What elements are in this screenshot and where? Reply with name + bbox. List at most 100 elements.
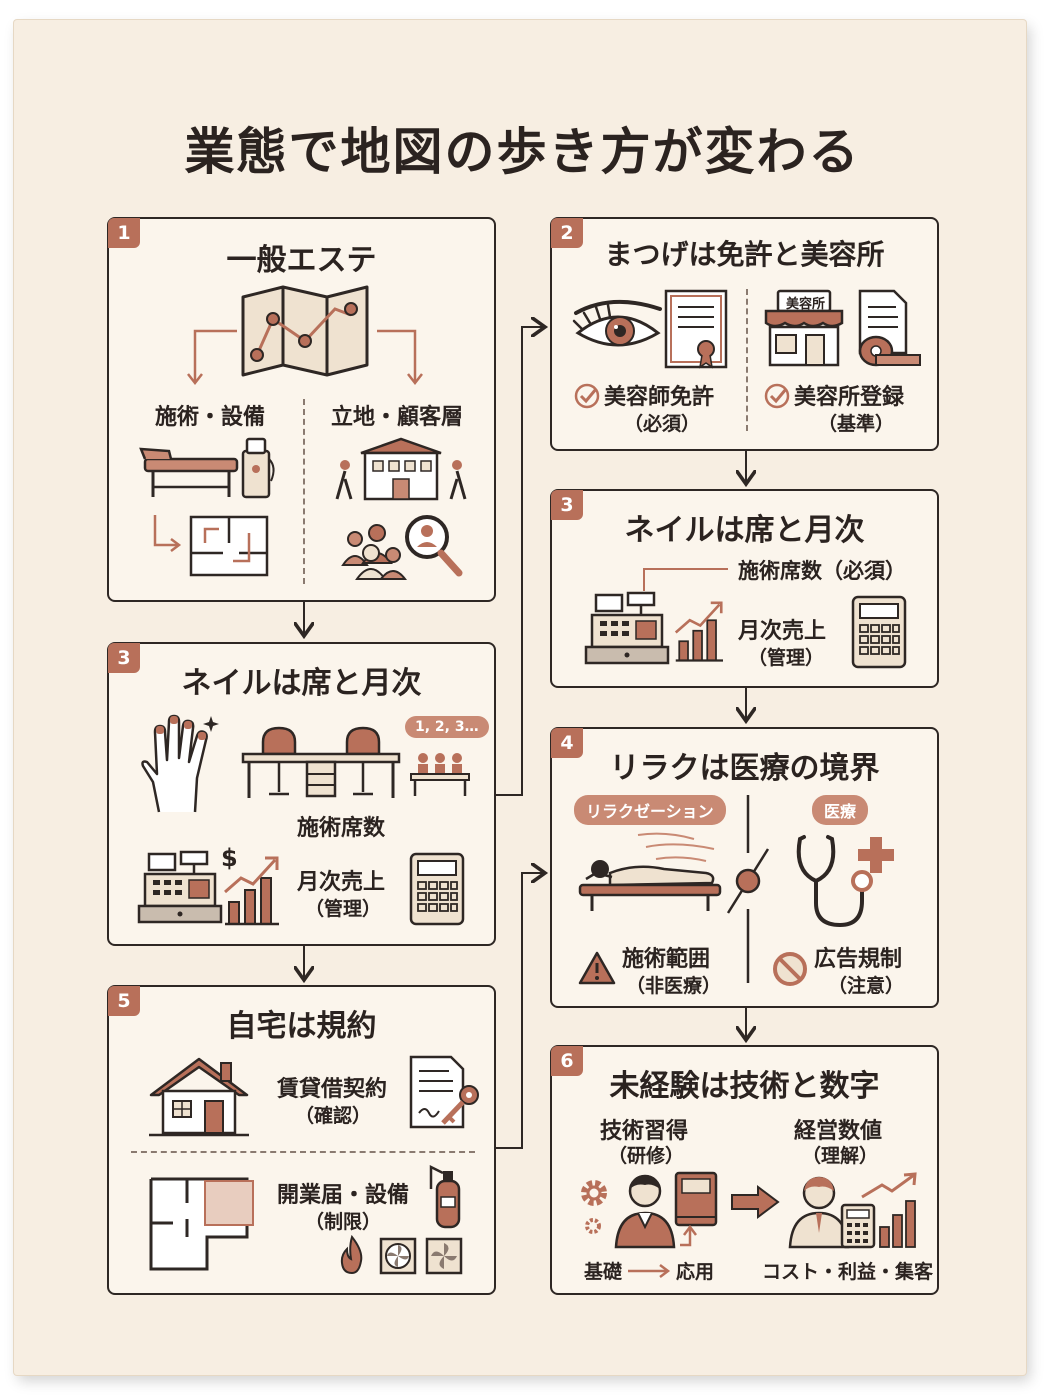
card-number-badge: 5 — [108, 986, 140, 1016]
prohibited-icon — [773, 952, 807, 986]
card-number-badge: 3 — [108, 643, 140, 673]
exhaust-fan-icon — [425, 1237, 463, 1275]
fire-icon — [340, 1235, 363, 1275]
monthly-sales-sub: （管理） — [748, 647, 825, 669]
cash-register-icon — [584, 591, 670, 665]
license-certificate-icon — [664, 289, 728, 369]
check-icon — [574, 383, 600, 409]
treatment-equipment-label: 施術・設備 — [155, 405, 266, 430]
card-esthe: 1 一般エステ 施術・設備 立地・顧客層 — [107, 217, 496, 602]
book-icon — [674, 1171, 718, 1227]
lease-contract-label: 賃貸借契約 — [277, 1077, 388, 1102]
hand-nails-icon — [141, 714, 219, 813]
floor-plan-icon — [153, 515, 269, 577]
dollar-sign: $ — [221, 844, 238, 872]
fire-extinguisher-icon — [429, 1164, 461, 1229]
card-number-badge: 4 — [551, 728, 583, 758]
cost-profit-customers-label: コスト・利益・集客 — [762, 1261, 934, 1283]
monthly-sales-label: 月次売上 — [297, 870, 386, 895]
card-title: 未経験は技術と数字 — [609, 1069, 880, 1104]
sales-growth-chart-icon — [224, 856, 279, 926]
location-customer-label: 立地・顧客層 — [331, 405, 464, 430]
salon-sign-text: 美容所 — [786, 297, 826, 312]
applied-label: 応用 — [676, 1261, 715, 1283]
cosmetology-license-sub: （必須） — [624, 413, 701, 435]
stethoscope-icon — [796, 835, 894, 928]
treatment-bed-icon — [139, 437, 275, 499]
lease-contract-sub: （確認） — [295, 1105, 372, 1127]
relaxation-pill: リラクゼーション — [574, 795, 726, 825]
salon-registration-sub: （基準） — [818, 413, 895, 435]
nail-desks-icon — [241, 726, 401, 798]
gear-icon — [581, 1180, 607, 1206]
treatment-scope-label: 施術範囲 — [622, 947, 711, 972]
contract-key-icon — [409, 1055, 479, 1129]
management-figures-label: 経営数値 — [794, 1119, 883, 1144]
trainee-person-icon — [614, 1174, 676, 1249]
seat-count-icon — [410, 753, 470, 796]
business-notice-label: 開業届・設備 — [277, 1183, 410, 1208]
divider — [746, 289, 748, 431]
skill-acquisition-sub: （研修） — [608, 1145, 685, 1167]
monthly-sales-sub: （管理） — [305, 898, 382, 920]
card-title: 一般エステ — [226, 243, 377, 278]
medical-pill: 医療 — [812, 795, 869, 825]
card-home: 5 自宅は規約 賃貸借契約 （確認） 開業届・設備 （制限） — [107, 985, 496, 1295]
card-title: リラクは医療の境界 — [609, 751, 880, 786]
customer-search-icon — [341, 515, 463, 580]
basic-label: 基礎 — [584, 1261, 623, 1283]
ad-regulation-label: 広告規制 — [814, 947, 903, 972]
seat-connector-line — [643, 568, 728, 591]
skill-acquisition-label: 技術習得 — [600, 1119, 689, 1144]
calculator-chart-icon — [840, 1172, 917, 1249]
check-icon — [764, 383, 790, 409]
card-eyelash: 2 まつげは免許と美容所 美容所 — [550, 217, 939, 451]
cosmetology-license-label: 美容師免許 — [604, 385, 715, 410]
boundary-divider — [726, 795, 770, 983]
salon-storefront-icon — [764, 289, 844, 367]
ad-regulation-sub: （注意） — [828, 975, 905, 997]
cash-register-icon — [137, 850, 223, 924]
card-title: 自宅は規約 — [226, 1009, 377, 1044]
basic-to-applied-arrow — [628, 1264, 671, 1278]
card-title: ネイルは席と月次 — [624, 513, 865, 548]
small-gear-icon — [585, 1218, 601, 1234]
house-icon — [149, 1057, 249, 1137]
card-number-badge: 3 — [551, 490, 583, 520]
card-nail-right: 3 ネイルは席と月次 施術席数（必須） 月次売上 （管理） — [550, 489, 939, 688]
card-relax: 4 リラクは医療の境界 リラクゼーション 医療 施術範囲 （非医療） 広告規制 … — [550, 727, 939, 1008]
right-arrow-icon — [731, 1185, 780, 1219]
sales-growth-chart-icon — [674, 601, 723, 662]
card-title: まつげは免許と美容所 — [604, 238, 885, 271]
management-figures-sub: （理解） — [802, 1145, 879, 1167]
count-bubble: 1, 2, 3… — [405, 716, 489, 738]
page-title: 業態で地図の歩き方が変わる — [184, 123, 861, 181]
seat-count-required-label: 施術席数（必須） — [738, 559, 906, 583]
card-title: ネイルは席と月次 — [181, 666, 422, 701]
card-novice: 6 未経験は技術と数字 技術習得 （研修） 経営数値 （理解） — [550, 1045, 939, 1295]
divider — [303, 399, 305, 584]
card-number-badge: 1 — [108, 218, 140, 248]
card-number-badge: 2 — [551, 218, 583, 248]
business-notice-sub: （制限） — [305, 1211, 382, 1233]
card-number-badge: 6 — [551, 1046, 583, 1076]
monthly-sales-label: 月次売上 — [738, 619, 827, 644]
eye-lash-icon — [572, 299, 662, 347]
folded-map-icon — [241, 285, 369, 377]
floor-plan-room-icon — [149, 1177, 254, 1271]
document-tape-icon — [858, 289, 921, 367]
warning-icon — [578, 951, 616, 985]
calculator-icon — [851, 595, 907, 669]
card-nail-left: 3 ネイルは席と月次 1, 2, 3… 施術席数 — [107, 642, 496, 946]
calculator-icon — [409, 852, 465, 926]
divider — [131, 1151, 475, 1153]
massage-bed-icon — [578, 832, 722, 911]
ventilation-fan-icon — [379, 1237, 417, 1275]
treatment-scope-sub: （非医療） — [626, 975, 722, 997]
branch-arrows — [187, 329, 423, 386]
seat-count-label: 施術席数 — [297, 816, 386, 841]
salon-registration-label: 美容所登録 — [794, 385, 905, 410]
progress-arrow-icon — [680, 1224, 697, 1247]
storefront-people-icon — [335, 437, 467, 501]
